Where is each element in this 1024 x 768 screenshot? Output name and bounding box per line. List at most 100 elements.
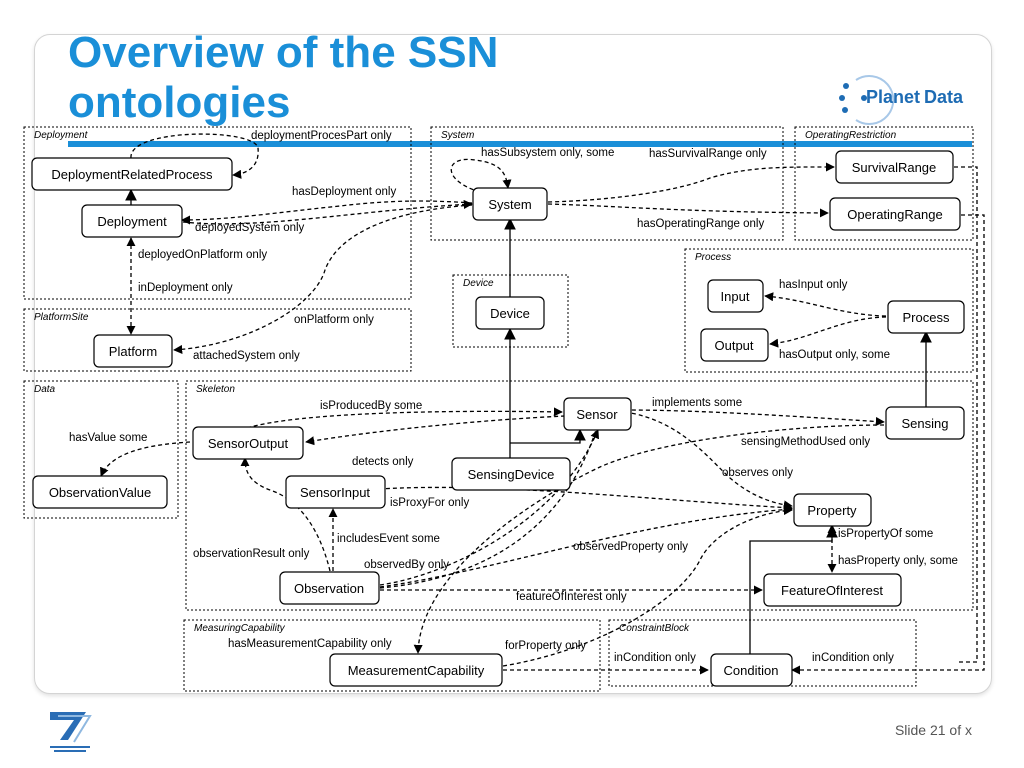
node-sensing-device[interactable]: SensingDevice [451, 457, 571, 491]
group-label-operating-restriction: OperatingRestriction [805, 130, 897, 141]
node-system[interactable]: System [472, 187, 548, 221]
node-feature-of-interest[interactable]: FeatureOfInterest [763, 573, 902, 607]
node-operating-range[interactable]: OperatingRange [829, 197, 961, 231]
edge-label-observedproperty: observedProperty only [573, 541, 688, 553]
group-operating-restriction: OperatingRestriction [794, 126, 974, 241]
group-constraint-block: ConstraintBlock [608, 619, 917, 687]
node-label-observation: Observation [294, 581, 364, 596]
property-edges [100, 133, 985, 675]
edge-observationresult [240, 457, 331, 572]
edge-label-hassubsystem: hasSubsystem only, some [481, 147, 614, 159]
edge-label-forproperty: forProperty only [505, 640, 586, 652]
page-title: Overview of the SSN ontologies [68, 28, 499, 127]
group-label-process: Process [695, 252, 731, 263]
edge-sensingmethodused [413, 424, 885, 654]
group-label-constraint-block: ConstraintBlock [619, 623, 690, 634]
group-label-data: Data [34, 384, 56, 395]
edge-label-deploymentprocespart: deploymentProcesPart only [251, 130, 392, 142]
edge-incondition-3 [954, 166, 978, 663]
edge-sensingdevice-sensor [510, 428, 586, 444]
edge-label-deployedonplatform: deployedOnPlatform only [138, 249, 267, 261]
node-device[interactable]: Device [475, 296, 545, 330]
edge-forproperty [502, 505, 793, 667]
edge-observes [624, 411, 793, 510]
edge-label-implements: implements some [652, 397, 742, 409]
edge-label-observes: observes only [722, 467, 793, 479]
edge-label-isproducedby: isProducedBy some [320, 400, 422, 412]
edge-label-hasdeployment: hasDeployment only [292, 186, 396, 198]
node-label-deployment: Deployment [97, 214, 167, 229]
node-label-platform: Platform [109, 344, 157, 359]
node-sensing[interactable]: Sensing [885, 406, 965, 440]
node-output[interactable]: Output [700, 328, 769, 362]
edge-hassubsystem [450, 158, 512, 193]
node-label-survival-range: SurvivalRange [852, 160, 937, 175]
edge-hasoutput [769, 316, 887, 348]
logo-word-planet: Planet [866, 87, 921, 107]
edge-hasoperatingrange [547, 203, 829, 218]
seventh-framework-logo-icon [50, 712, 92, 752]
edge-hasinput [764, 292, 887, 317]
group-system: System [430, 126, 784, 241]
node-sensor-output[interactable]: SensorOutput [192, 426, 304, 460]
edge-labels: deploymentProcesPart only hasDeployment … [69, 130, 958, 664]
node-measurement-capability[interactable]: MeasurementCapability [329, 653, 503, 687]
edge-label-attachedsystem: attachedSystem only [193, 350, 300, 362]
edge-detects [305, 415, 566, 446]
edge-observedby [379, 429, 599, 586]
node-property[interactable]: Property [793, 493, 872, 527]
node-label-observation-value: ObservationValue [49, 485, 151, 500]
planetdata-logo-icon [839, 75, 895, 125]
node-label-deployment-related-process: DeploymentRelatedProcess [51, 167, 213, 182]
edge-deployedsystem [182, 199, 473, 225]
node-sensor-input[interactable]: SensorInput [285, 475, 386, 509]
edge-observedby-2 [379, 429, 597, 589]
group-label-deployment: Deployment [34, 130, 89, 141]
node-deployment[interactable]: Deployment [81, 204, 183, 238]
edge-label-incondition-1: inCondition only [614, 652, 696, 664]
edge-observedproperty [379, 505, 793, 588]
edge-label-hassurvivalrange: hasSurvivalRange only [649, 148, 767, 160]
edge-hassurvivalrange [547, 162, 835, 203]
title-rule [68, 141, 972, 147]
group-label-system: System [441, 130, 474, 141]
node-sensor[interactable]: Sensor [563, 397, 632, 431]
node-label-sensing: Sensing [902, 416, 949, 431]
node-label-feature-of-interest: FeatureOfInterest [781, 583, 883, 598]
node-deployment-related-process[interactable]: DeploymentRelatedProcess [31, 157, 233, 191]
logo-word-data: Data [924, 87, 964, 107]
group-deployment: Deployment [23, 126, 412, 300]
node-label-system: System [488, 197, 531, 212]
node-label-sensor-input: SensorInput [300, 485, 370, 500]
node-process[interactable]: Process [887, 300, 965, 334]
edge-isproxyfor [378, 486, 793, 513]
edge-label-isproxyfor: isProxyFor only [390, 497, 469, 509]
node-platform[interactable]: Platform [93, 334, 173, 368]
edge-label-sensingmethodused: sensingMethodUsed only [741, 436, 870, 448]
edge-label-ispropertyof: isPropertyOf some [838, 528, 933, 540]
edge-label-hasmeasurementcapability: hasMeasurementCapability only [228, 638, 392, 650]
node-label-condition: Condition [724, 663, 779, 678]
node-label-sensing-device: SensingDevice [468, 467, 555, 482]
node-survival-range[interactable]: SurvivalRange [835, 150, 954, 184]
edge-label-featureofinterest: featureOfInterest only [516, 591, 627, 603]
node-label-device: Device [490, 306, 530, 321]
group-label-platformsite: PlatformSite [34, 312, 89, 323]
edge-label-incondition-2: inCondition only [812, 652, 894, 664]
node-observation-value[interactable]: ObservationValue [32, 475, 168, 509]
edge-label-hasoperatingrange: hasOperatingRange only [637, 218, 764, 230]
edge-label-hasvalue: hasValue some [69, 432, 147, 444]
edge-isproducedby [246, 407, 563, 429]
edge-label-deployedsystem: deployedSystem only [195, 222, 305, 234]
group-measuring-capability: MeasuringCapability [183, 619, 601, 692]
node-observation[interactable]: Observation [279, 571, 380, 605]
edge-label-observationresult: observationResult only [193, 548, 310, 560]
edge-label-includesevent: includesEvent some [337, 533, 440, 545]
node-condition[interactable]: Condition [710, 653, 793, 687]
group-label-skeleton: Skeleton [196, 384, 235, 395]
node-input[interactable]: Input [707, 279, 764, 313]
group-platformsite: PlatformSite [23, 308, 412, 372]
edge-label-indeployment: inDeployment only [138, 282, 233, 294]
